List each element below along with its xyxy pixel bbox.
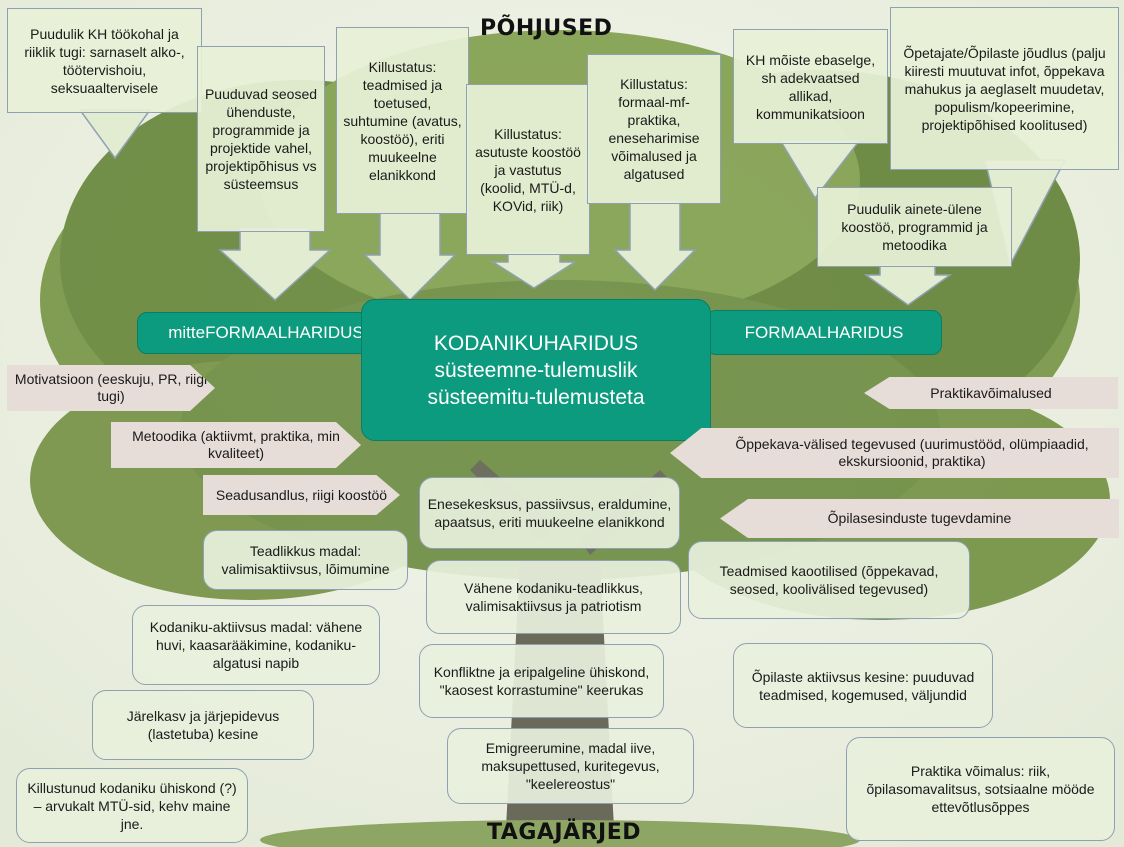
center-title: KODANIKUHARIDUS — [433, 331, 639, 355]
tag-legislation: Seadusandlus, riigi koostöö — [203, 475, 400, 515]
cause-box-1: Puudulik KH töökohal ja riiklik tugi: sa… — [7, 8, 202, 113]
center-subtitle-2: süsteemitu-tulemusteta — [427, 385, 645, 409]
cause-box-3: Killustatus: teadmised ja toetused, suht… — [336, 27, 469, 214]
cause-box-7: Õpetajate/Õpilaste jõudlus (palju kiires… — [890, 7, 1119, 170]
formal-education-label: FORMAALHARIDUS — [706, 310, 942, 355]
tag-methodology: Metoodika (aktiivmt, praktika, min kvali… — [111, 422, 361, 468]
effect-left-4: Killustunud kodaniku ühiskond (?) – arvu… — [16, 768, 248, 843]
effect-right-3: Praktika võimalus: riik, õpilasomavalits… — [846, 737, 1115, 841]
effect-left-3: Järelkasv ja järjepidevus (lastetuba) ke… — [92, 690, 314, 760]
nonformal-education-label: mitteFORMAALHARIDUS — [137, 312, 395, 354]
effect-right-2: Õpilaste aktiivsus kesine: puuduvad tead… — [733, 643, 993, 728]
tag-student-councils: Õpilasesinduste tugevdamine — [720, 499, 1119, 538]
tag-motivation: Motivatsioon (eeskuju, PR, riigi tugi) — [7, 365, 215, 411]
cause-box-4: Killustatus: asutuste koostöö ja vastutu… — [466, 84, 590, 255]
effect-right-1: Teadmised kaootilised (õppekavad, seosed… — [688, 541, 970, 619]
effect-center-1: Enesekesksus, passiivsus, eraldumine, ap… — [419, 477, 680, 549]
arrow-cause-4 — [490, 251, 578, 289]
causes-heading: PÕHJUSED — [480, 16, 613, 41]
center-subtitle-1: süsteemne-tulemuslik — [434, 358, 638, 382]
arrow-cause-1 — [78, 109, 152, 160]
effect-center-3: Konfliktne ja eripalgeline ühiskond, "ka… — [419, 644, 664, 718]
effect-left-2: Kodaniku-aktiivsus madal: vähene huvi, k… — [132, 605, 380, 685]
cause-box-6: KH mõiste ebaselge, sh adekvaatsed allik… — [733, 29, 888, 144]
cause-box-5: Killustatus: formaal-mf-praktika, eneseh… — [587, 54, 721, 204]
arrow-cause-2 — [218, 227, 332, 302]
cause-box-2: Puuduvad seosed ühenduste, programmide j… — [197, 46, 325, 232]
effect-left-1: Teadlikkus madal: valimisaktiivsus, lõim… — [203, 530, 408, 590]
tag-practice-opportunities: Praktikavõimalused — [864, 377, 1118, 409]
arrow-cause-3 — [363, 211, 457, 302]
effect-center-2: Vähene kodaniku-teadlikkus, valimisaktii… — [426, 560, 681, 634]
cause-box-8: Puudulik ainete-ülene koostöö, programmi… — [817, 187, 1012, 267]
arrow-cause-5 — [613, 199, 697, 292]
tag-extracurricular: Õppekava-välised tegevused (uurimustööd,… — [670, 428, 1119, 478]
effect-center-4: Emigreerumine, madal iive, maksupettused… — [447, 728, 694, 804]
civic-education-center: KODANIKUHARIDUS süsteemne-tulemuslik süs… — [361, 299, 711, 441]
arrow-cause-8 — [863, 264, 953, 306]
effects-heading: TAGAJÄRJED — [487, 820, 642, 845]
